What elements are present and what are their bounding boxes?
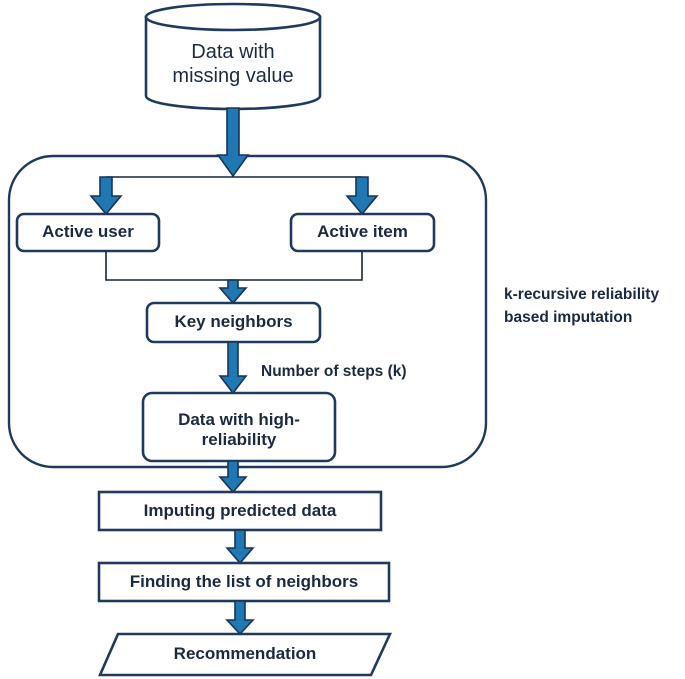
arrow-merge-to-key-neighbors [218, 279, 248, 305]
arrow-high-reliability-to-imputing [218, 460, 248, 494]
node-data-with-high-reliability [141, 391, 337, 463]
arrow-split-to-active-item [345, 176, 379, 216]
node-imputing-predicted-data [97, 490, 383, 532]
node-finding-list-of-neighbors [97, 561, 391, 603]
node-key-neighbors [145, 301, 322, 344]
arrow-split-to-active-user [89, 176, 123, 216]
node-recommendation [98, 632, 393, 677]
node-active-item [289, 212, 436, 253]
arrow-imputing-to-finding [225, 529, 255, 565]
annotation-k-recursive-reliability-based-imputation: k-recursive reliability based imputation [504, 286, 660, 327]
node-active-user [15, 212, 161, 253]
annotation-number-of-steps: Number of steps (k) [261, 363, 407, 380]
arrow-finding-to-recommendation [225, 600, 255, 636]
arrow-key-neighbors-to-high-reliability [218, 341, 248, 395]
arrow-datastore-to-group [216, 107, 250, 178]
node-data-with-missing-value [144, 2, 322, 111]
